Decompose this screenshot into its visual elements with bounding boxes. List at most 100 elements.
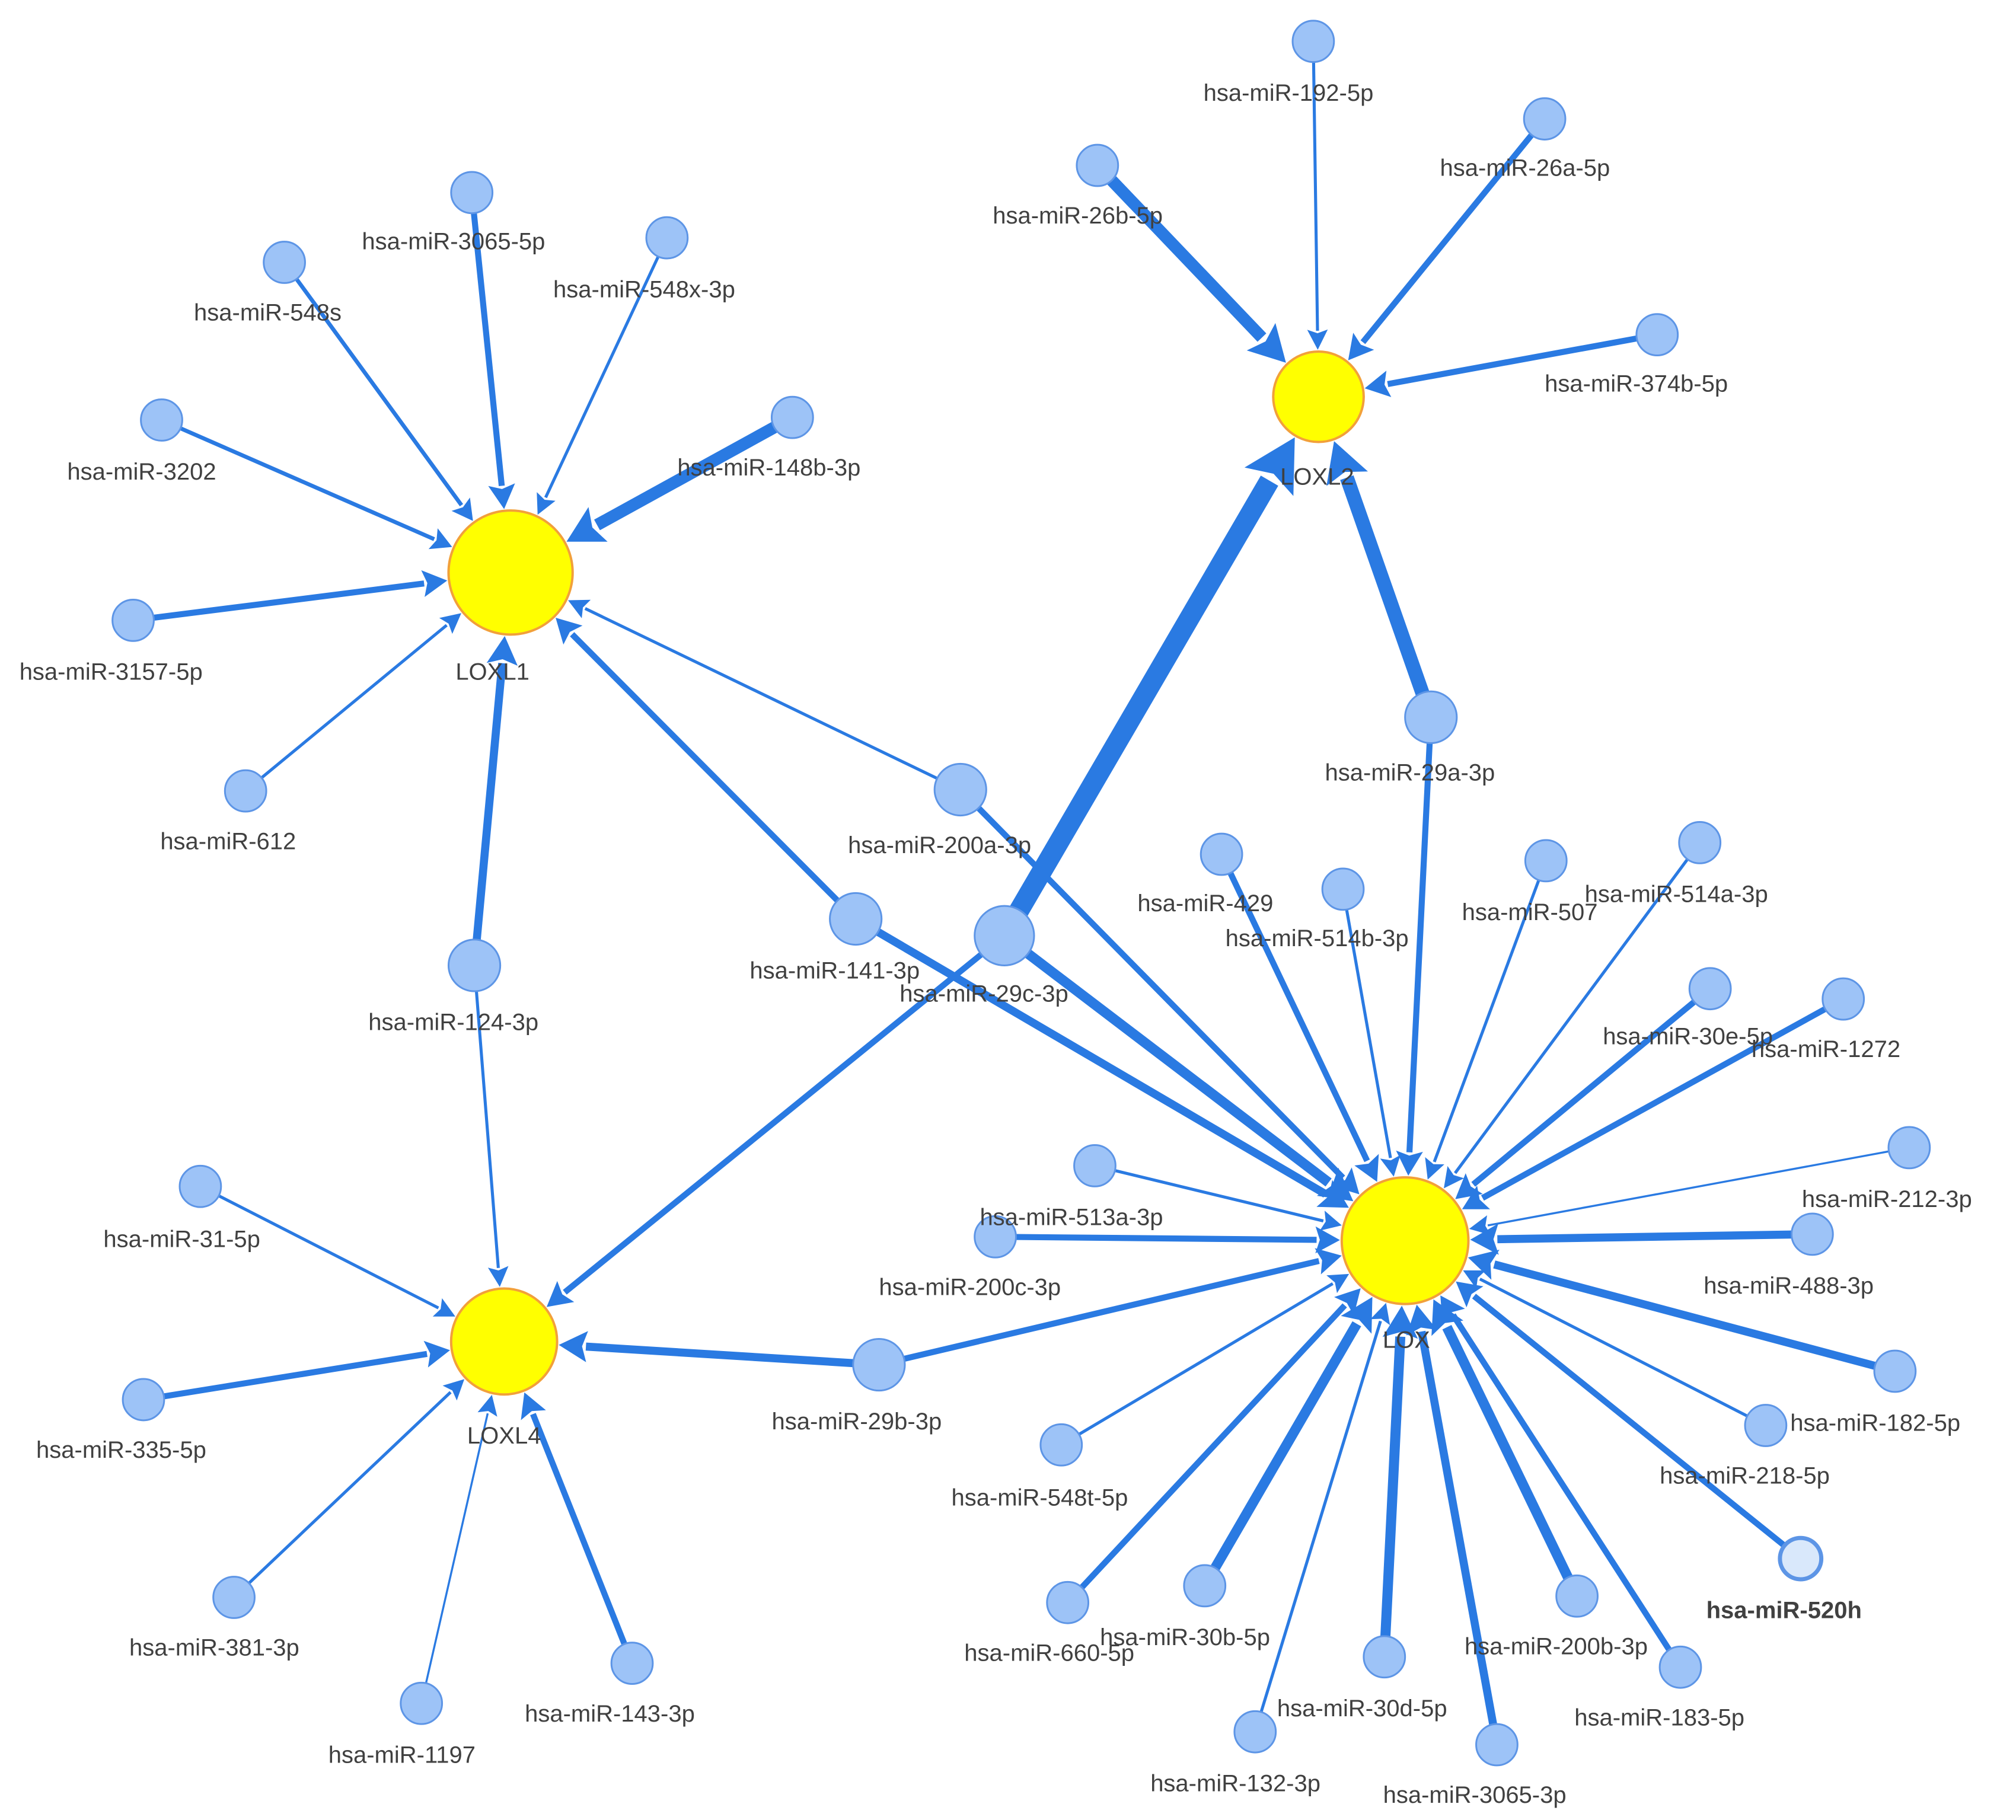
- edge-line-m29c-LOXL2: [1004, 475, 1278, 925]
- mirna-node-m148b: [770, 395, 814, 439]
- edge-arrowhead-m124-LOXL1: [486, 636, 518, 666]
- mirna-node-m1197: [400, 1681, 444, 1725]
- edge-line-m374b-LOXL2: [1387, 334, 1646, 387]
- edge-line-m548x-LOXL1: [544, 248, 664, 499]
- edge-arrowhead-m548s-LOXL1: [451, 497, 473, 521]
- mirna-node-m26b: [1076, 143, 1119, 187]
- edge-arrowhead-m29c-LOXL2: [1244, 437, 1295, 496]
- mirna-node-m30b: [1183, 1564, 1227, 1608]
- mirna-node-m182: [1873, 1349, 1917, 1393]
- edge-line-m212-LOX: [1487, 1148, 1897, 1227]
- mirna-node-m31: [178, 1164, 222, 1208]
- edge-line-m429-LOX: [1224, 864, 1370, 1163]
- edges-layer: [145, 53, 1897, 1733]
- mirna-node-m200b: [1555, 1574, 1599, 1618]
- mirna-label-m548t: hsa-miR-548t-5p: [951, 1485, 1128, 1511]
- mirna-node-m29a: [1404, 690, 1458, 745]
- mirna-label-m200c: hsa-miR-200c-3p: [879, 1274, 1061, 1300]
- edge-arrowhead-m381-LOXL4: [442, 1379, 465, 1401]
- gene-label-LOX: LOX: [1383, 1327, 1430, 1353]
- edge-line-m3202-LOXL1: [172, 423, 435, 541]
- edge-arrowhead-m124-LOXL4: [487, 1266, 509, 1287]
- edge-arrowhead-m26a-LOXL2: [1348, 333, 1374, 360]
- edge-line-m182-LOX: [1493, 1260, 1884, 1372]
- mirna-node-m192: [1291, 20, 1335, 63]
- mirna-node-m3065_3p: [1475, 1723, 1519, 1767]
- edge-line-m507-LOX: [1433, 871, 1543, 1163]
- mirna-label-m3202: hsa-miR-3202: [67, 459, 216, 485]
- edge-line-m141-LOX: [867, 923, 1328, 1198]
- mirna-node-m507: [1524, 839, 1568, 883]
- mirna-label-m660: hsa-miR-660-5p: [964, 1640, 1134, 1666]
- mirna-label-m1272: hsa-miR-1272: [1752, 1036, 1900, 1062]
- mirna-node-m514b: [1321, 867, 1365, 911]
- edge-line-m1197-LOXL4: [423, 1413, 489, 1692]
- mirna-label-m26a: hsa-miR-26a-5p: [1440, 155, 1610, 181]
- edge-line-m148b-LOXL1: [594, 418, 784, 531]
- edge-line-m30d-LOX: [1380, 1336, 1406, 1645]
- mirna-node-m143: [610, 1642, 654, 1685]
- edge-arrowhead-m30b-LOX: [1341, 1297, 1373, 1334]
- mirna-label-m31: hsa-miR-31-5p: [103, 1227, 260, 1253]
- mirna-label-m1197: hsa-miR-1197: [328, 1742, 476, 1768]
- edge-line-m192-LOXL2: [1312, 53, 1319, 331]
- edge-arrowhead-m3202-LOXL1: [428, 528, 452, 550]
- gene-node-LOXL4: [449, 1287, 559, 1396]
- edge-line-m26b-LOXL2: [1101, 170, 1267, 342]
- mirna-node-m548s: [263, 241, 306, 284]
- edge-line-m513a-LOX: [1106, 1167, 1324, 1222]
- edge-line-m124-LOXL4: [474, 981, 500, 1269]
- mirna-node-m612: [224, 769, 267, 813]
- mirna-node-m30d: [1363, 1635, 1406, 1679]
- mirna-label-m141: hsa-miR-141-3p: [749, 957, 920, 984]
- edge-line-m381-LOXL4: [242, 1391, 452, 1590]
- mirna-node-m3202: [140, 398, 183, 442]
- edge-arrowhead-m488-LOX: [1470, 1224, 1499, 1255]
- edge-arrowhead-m429-LOX: [1354, 1154, 1379, 1182]
- edge-line-m29a-LOXL2: [1340, 475, 1433, 705]
- mirna-label-m3065_3p: hsa-miR-3065-3p: [1383, 1782, 1567, 1808]
- mirna-node-m183: [1658, 1645, 1702, 1689]
- mirna-label-m374b: hsa-miR-374b-5p: [1545, 371, 1728, 397]
- edge-arrowhead-m1197-LOXL4: [477, 1394, 497, 1417]
- edge-line-m29b-LOXL4: [585, 1342, 864, 1368]
- mirna-node-m218: [1744, 1404, 1788, 1447]
- edge-arrowhead-m3065_3p-LOX: [1406, 1304, 1437, 1336]
- mirna-label-m488: hsa-miR-488-3p: [1704, 1273, 1874, 1299]
- mirna-node-m513a: [1073, 1144, 1117, 1187]
- mirna-node-m660: [1046, 1580, 1090, 1624]
- mirna-node-m381: [212, 1576, 256, 1619]
- mirna-node-m29b: [852, 1337, 906, 1392]
- mirna-label-m548x: hsa-miR-548x-3p: [553, 276, 735, 302]
- edge-line-m200a-LOX: [969, 799, 1345, 1180]
- edge-arrowhead-m148b-LOXL1: [566, 507, 608, 542]
- edge-line-m3157-LOXL1: [145, 580, 425, 622]
- nodes-layer: [111, 20, 1931, 1767]
- edge-line-m200b-LOX: [1442, 1325, 1577, 1588]
- mirna-label-m26b: hsa-miR-26b-5p: [993, 203, 1163, 229]
- edge-line-m200c-LOX: [1007, 1234, 1317, 1243]
- edge-arrowhead-m514a-LOX: [1444, 1166, 1465, 1189]
- edge-arrowhead-m612-LOXL1: [439, 613, 461, 634]
- edge-arrowhead-m374b-LOXL2: [1364, 371, 1392, 397]
- mirna-label-m132: hsa-miR-132-3p: [1150, 1770, 1320, 1796]
- gene-node-LOX: [1340, 1176, 1470, 1305]
- edge-arrowhead-m335-LOXL4: [423, 1340, 450, 1368]
- edge-line-m132-LOX: [1257, 1320, 1382, 1720]
- edge-line-m183-LOX: [1450, 1313, 1676, 1659]
- edge-arrowhead-m514b-LOX: [1380, 1155, 1401, 1177]
- edge-arrowhead-m520h-LOX: [1456, 1281, 1484, 1308]
- mirna-node-m3157: [111, 599, 155, 642]
- edge-arrowhead-m548x-LOXL1: [537, 492, 556, 515]
- edge-line-m660-LOX: [1074, 1303, 1347, 1596]
- edge-arrowhead-m132-LOX: [1370, 1302, 1390, 1326]
- edge-line-m514a-LOX: [1453, 851, 1694, 1174]
- edge-arrowhead-m548t-LOX: [1326, 1273, 1350, 1294]
- mirna-label-m183: hsa-miR-183-5p: [1574, 1704, 1744, 1730]
- mirna-node-m141: [829, 892, 883, 946]
- edge-arrowhead-m182-LOX: [1468, 1250, 1500, 1280]
- edge-arrowhead-m26b-LOXL2: [1246, 323, 1286, 363]
- mirna-label-m29a: hsa-miR-29a-3p: [1325, 760, 1495, 786]
- mirna-label-m507: hsa-miR-507: [1462, 899, 1598, 925]
